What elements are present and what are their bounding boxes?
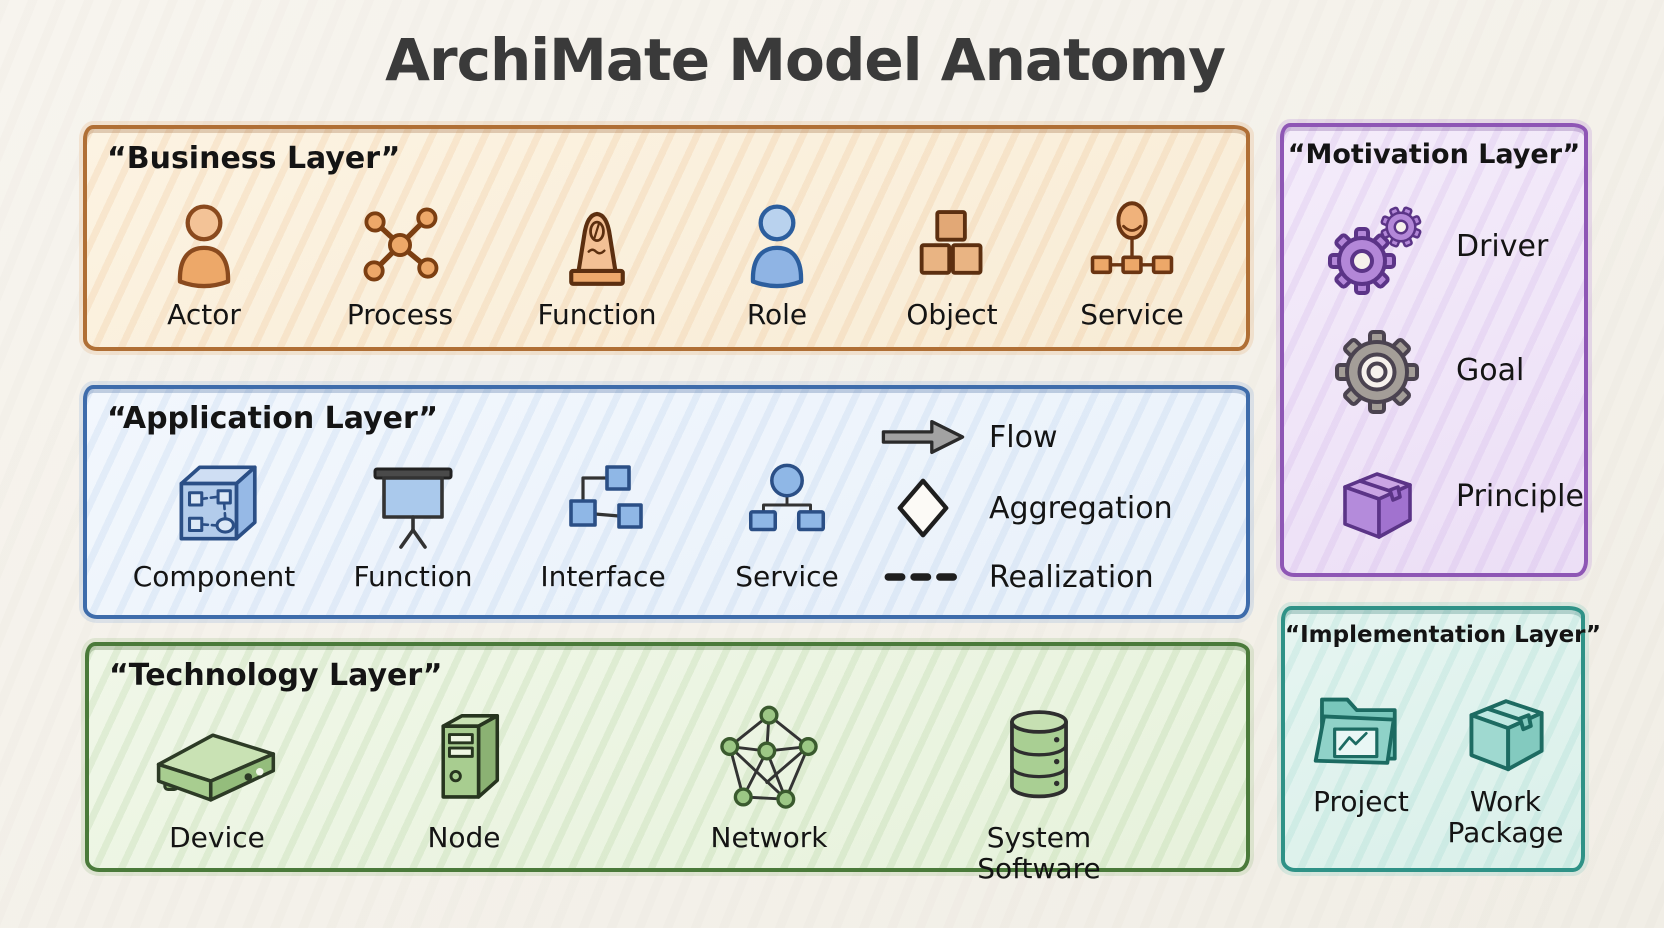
goal-gear-icon [1318,321,1436,421]
item-label: Function [353,560,473,593]
application-layer-header: “Application Layer” [107,401,439,436]
driver-gears-icon [1318,197,1436,297]
item-impl-work-package: Work Package [1433,658,1578,849]
node-icon [412,698,516,816]
legend-row-realization: Realization [877,545,1154,609]
item-impl-project: Project [1291,658,1431,817]
diagram-title: ArchiMate Model Anatomy [385,26,1226,94]
item-business-role: Role [697,191,857,330]
item-business-process: Process [320,191,480,330]
item-label: System Software [977,821,1101,886]
process-icon [352,191,448,293]
aggregation-diamond-icon [877,475,969,541]
item-business-service: Service [1052,191,1212,330]
item-label: Role [746,298,808,331]
motivation-layer-box: “Motivation Layer” [1280,123,1588,577]
item-label: Object [906,298,998,331]
legend-row-aggregation: Aggregation [877,476,1173,540]
business-layer-header: “Business Layer” [107,141,401,176]
item-app-interface: Interface [518,447,688,592]
technology-layer-header: “Technology Layer” [109,658,443,693]
system-software-icon [987,698,1091,816]
item-label: Network [710,821,828,854]
item-business-function: Function [517,191,677,330]
item-label: Service [1080,298,1184,331]
flow-arrow-icon [877,413,969,461]
legend-label: Flow [989,419,1058,455]
legend-row-flow: Flow [877,405,1057,469]
application-layer-box: “Application Layer” [83,385,1250,619]
business-function-icon [551,191,643,293]
item-app-component: Component [129,447,299,592]
realization-dashes-icon [877,569,969,585]
item-tech-network: Network [654,698,884,853]
item-label: Actor [167,298,241,331]
item-label: Device [169,821,265,854]
technology-layer-box: “Technology Layer” Device [85,642,1250,884]
item-label: Process [346,298,454,331]
component-icon [163,447,265,555]
implementation-layer-box: “Implementation Layer” Project [1281,606,1602,872]
item-label: Interface [540,560,666,593]
item-business-object: Object [872,191,1032,330]
item-label: Work Package [1447,785,1564,850]
item-label: Driver [1456,229,1549,265]
item-app-service: Service [702,447,872,592]
item-business-actor: Actor [124,191,284,330]
business-service-icon [1085,191,1179,293]
item-tech-system-software: System Software [924,698,1154,885]
role-icon [729,191,825,293]
principle-package-icon [1318,447,1436,547]
item-label: Goal [1456,353,1525,389]
item-label: Node [427,821,501,854]
app-service-icon [738,447,836,555]
device-icon [144,698,290,816]
implementation-layer-header: “Implementation Layer” [1285,622,1602,648]
item-label: Component [132,560,296,593]
item-tech-node: Node [349,698,579,853]
item-motivation-driver: Driver [1318,197,1548,297]
legend-label: Realization [989,559,1154,595]
item-label: Project [1313,785,1409,818]
item-app-function: Function [328,447,498,592]
item-label: Principle [1456,479,1584,515]
motivation-layer-header: “Motivation Layer” [1287,139,1581,170]
actor-icon [156,191,252,293]
item-label: Service [735,560,839,593]
item-motivation-goal: Goal [1318,321,1524,421]
project-folder-icon [1303,658,1419,780]
network-icon [713,698,825,816]
app-function-icon [363,447,463,555]
object-icon [906,191,998,293]
legend-label: Aggregation [989,490,1173,526]
interface-icon [553,447,653,555]
item-motivation-principle: Principle [1318,447,1584,547]
item-tech-device: Device [102,698,332,853]
work-package-icon [1452,658,1560,780]
item-label: Function [537,298,657,331]
business-layer-box: “Business Layer” Actor [83,125,1250,351]
